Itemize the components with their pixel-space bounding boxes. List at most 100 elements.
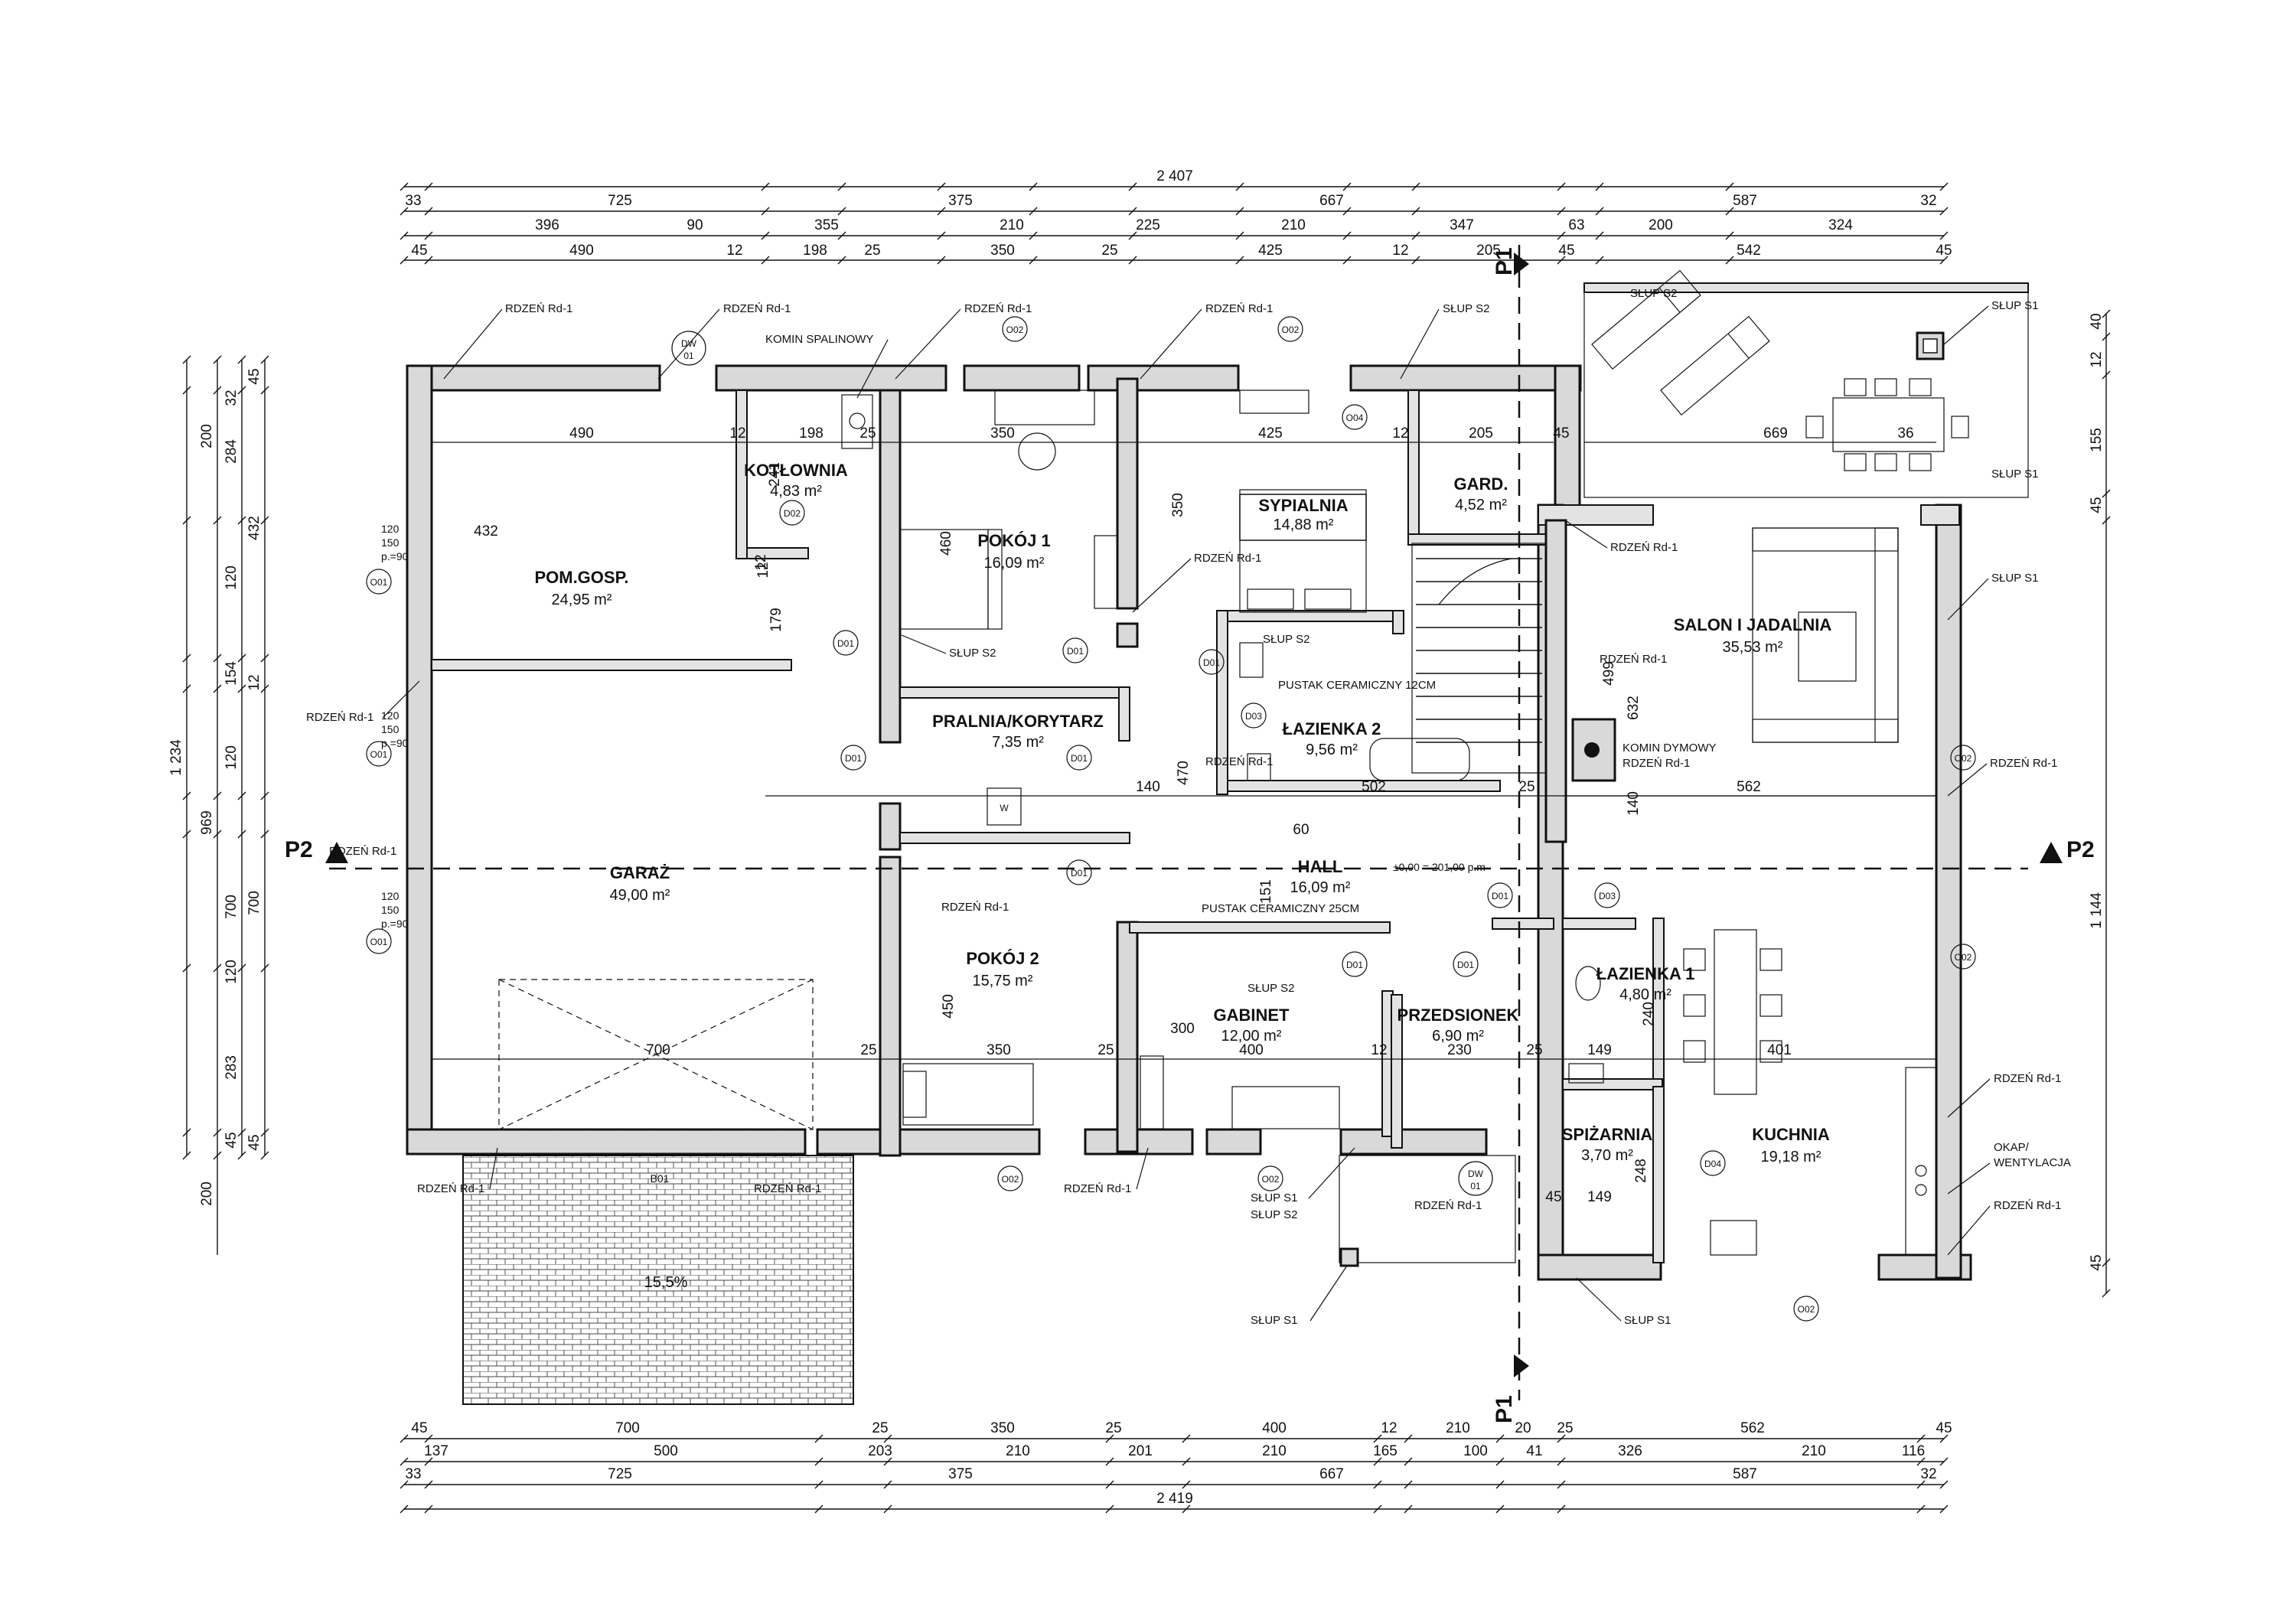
dim-total-bottom: 2 419 (1156, 1491, 1193, 1507)
terrace (1583, 269, 2029, 498)
svg-text:GARD.: GARD. (1454, 474, 1508, 494)
svg-text:3,70 m²: 3,70 m² (1581, 1147, 1633, 1164)
room-gabinet: GABINET 12,00 m² (1214, 1006, 1290, 1045)
dim-top-r4-11: 542 (1737, 243, 1761, 259)
dim-bot-r1-5: 400 (1262, 1420, 1287, 1436)
label-slup-s1-b: SŁUP S1 (1991, 572, 2038, 585)
window-spec-2-1: 150 (381, 904, 400, 916)
label-rdzen-left-2: RDZEŃ Rd-1 (329, 845, 396, 858)
dim-interior-21: 562 (1737, 779, 1761, 795)
tag-circle-2 (366, 928, 392, 954)
label-rdzen-1: RDZEŃ Rd-1 (505, 302, 572, 315)
dim-bot-r1-4: 25 (1105, 1420, 1121, 1436)
tag-circle-13 (1066, 745, 1092, 771)
tag-o02-5: O02 (1002, 1174, 1019, 1185)
tag-circle-8 (1950, 745, 1976, 771)
svg-text:15,75 m²: 15,75 m² (973, 973, 1033, 989)
dim-top-r4-9: 205 (1476, 243, 1501, 259)
svg-text:4,83 m²: 4,83 m² (770, 483, 822, 500)
tag-d01-17: D01 (1492, 891, 1508, 901)
dim-right-c1-3: 45 (2089, 497, 2105, 513)
tag-o02-3: O02 (1006, 324, 1024, 335)
dim-interior-10: 36 (1897, 425, 1913, 442)
dim-left-c4-4: 45 (246, 1134, 263, 1150)
dim-total-top: 2 407 (1156, 168, 1193, 184)
dim-bot-r2-0: 137 (424, 1443, 448, 1459)
tag-circle-23 (1199, 649, 1225, 675)
dim-bot-r2-9: 326 (1618, 1443, 1642, 1459)
dim-bot-r3-4: 587 (1733, 1466, 1757, 1482)
svg-text:4,80 m²: 4,80 m² (1619, 986, 1671, 1003)
dim-top-r4-6: 25 (1101, 243, 1117, 259)
tag-o02-6: O02 (1262, 1174, 1280, 1185)
dim-interior-4: 350 (990, 425, 1015, 442)
dim-top-r3-6: 347 (1450, 217, 1474, 233)
dim-top-r2-1: 725 (608, 193, 632, 209)
label-rdzen-salon-2: RDZEŃ Rd-1 (1600, 653, 1667, 666)
dim-bot-r1-1: 700 (615, 1420, 640, 1436)
tag-o02-7: O02 (1955, 952, 1972, 963)
dim-top-r3-4: 225 (1136, 217, 1160, 233)
dim-bot-r1-2: 25 (872, 1420, 888, 1436)
dim-interior-17: 460 (938, 531, 954, 556)
dim-interior-34: 149 (1587, 1042, 1612, 1058)
dim-bot-r2-1: 500 (654, 1443, 678, 1459)
label-slup-s2-pokoj: SŁUP S2 (949, 647, 996, 660)
driveway: 15,5% B01 (462, 1155, 854, 1405)
dim-interior-8: 45 (1553, 425, 1569, 442)
svg-text:7,35 m²: 7,35 m² (992, 734, 1044, 751)
label-rdzen-right: RDZEŃ Rd-1 (1990, 757, 2057, 770)
dim-interior-36: 450 (941, 994, 957, 1019)
label-rdzen-porch: RDZEŃ Rd-1 (1414, 1199, 1482, 1212)
svg-text:PRZEDSIONEK: PRZEDSIONEK (1397, 1006, 1519, 1025)
label-wentylacja: WENTYLACJA (1994, 1156, 2071, 1169)
dim-top-r2-5: 32 (1920, 193, 1936, 209)
dim-right-c1-0: 40 (2089, 313, 2105, 329)
dim-right-c1-2: 155 (2089, 428, 2105, 452)
label-slup-s1-porch: SŁUP S1 (1251, 1314, 1297, 1327)
dim-left-c3-6: 120 (223, 960, 240, 984)
outer-walls (406, 364, 1972, 1281)
room-pokoj-2: POKÓJ 2 15,75 m² (966, 949, 1039, 989)
label-slup-s1-east: SŁUP S1 (1624, 1314, 1671, 1327)
label-rdzen-bottom-1: RDZEŃ Rd-1 (417, 1182, 484, 1195)
dim-left-c2-2: 200 (199, 1182, 215, 1206)
window-spec-1-0: 120 (381, 709, 400, 722)
tag-d04-22: D04 (1704, 1159, 1721, 1169)
tag-circle-4 (1277, 316, 1303, 342)
interior-walls (431, 377, 1936, 1263)
tag-d01-16: D01 (1457, 960, 1474, 970)
svg-text:16,09 m²: 16,09 m² (984, 555, 1045, 572)
label-rdzen-left-1: RDZEŃ Rd-1 (306, 711, 373, 724)
dim-interior-31: 12 (1371, 1042, 1387, 1058)
driveway-slope: 15,5% (644, 1274, 688, 1291)
dim-top-r4-7: 425 (1258, 243, 1283, 259)
dim-interior-30: 400 (1239, 1042, 1264, 1058)
dim-interior-22: 470 (1176, 761, 1192, 785)
window-spec-0-1: 150 (381, 536, 400, 549)
room-przedsionek: PRZEDSIONEK 6,90 m² (1397, 1006, 1519, 1045)
dim-interior-13: 12 (755, 562, 771, 578)
svg-text:GARAŻ: GARAŻ (610, 863, 670, 882)
dim-interior-29: 300 (1170, 1021, 1195, 1037)
dim-bot-r1-0: 45 (411, 1420, 427, 1436)
svg-text:14,88 m²: 14,88 m² (1274, 517, 1334, 533)
dim-top-r2-0: 33 (405, 193, 421, 209)
dim-top-r4-4: 25 (864, 243, 880, 259)
svg-text:SALON I JADALNIA: SALON I JADALNIA (1674, 615, 1832, 634)
label-slup-s2-lazienka: SŁUP S2 (1263, 633, 1309, 646)
room-lazienka-1: ŁAZIENKA 1 4,80 m² (1596, 964, 1695, 1003)
window-spec-0-0: 120 (381, 523, 400, 535)
label-komin-dymowy: KOMIN DYMOWY (1623, 742, 1717, 755)
dim-interior-41: 248 (1633, 1159, 1649, 1183)
dim-interior-15: 12 (753, 554, 769, 570)
tag-d01-11: D01 (845, 753, 862, 764)
svg-text:POKÓJ 2: POKÓJ 2 (966, 949, 1039, 968)
room-kuchnia: KUCHNIA 19,18 m² (1752, 1125, 1830, 1165)
label-pustak-25: PUSTAK CERAMICZNY 25CM (1202, 902, 1359, 915)
tag-o04-21: O04 (1346, 412, 1364, 423)
dim-bot-r1-3: 350 (990, 1420, 1015, 1436)
label-slup-s2-terrace: SŁUP S2 (1630, 287, 1677, 300)
